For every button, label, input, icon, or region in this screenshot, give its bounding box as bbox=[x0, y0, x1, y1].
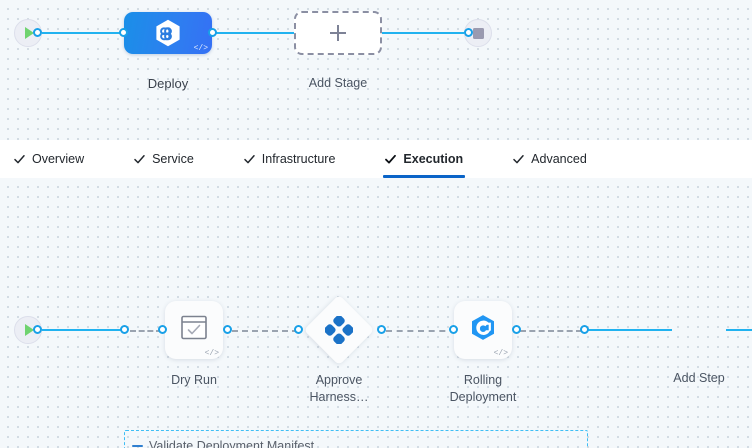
add-step-label: Add Step bbox=[673, 371, 725, 385]
code-badge-icon: </> bbox=[493, 349, 508, 358]
harness-clover-icon bbox=[324, 315, 354, 349]
play-icon bbox=[25, 27, 34, 39]
step-label-line1: Rolling bbox=[463, 373, 503, 387]
code-badge-icon: </> bbox=[193, 44, 208, 53]
kubernetes-rolling-icon bbox=[469, 314, 497, 347]
port-approve-in[interactable] bbox=[294, 325, 303, 334]
tab-service[interactable]: Service bbox=[122, 140, 206, 178]
edge-approve-to-rolling bbox=[386, 330, 456, 332]
stage-label-deploy: Deploy bbox=[147, 76, 189, 91]
port-rolling-out[interactable] bbox=[512, 325, 521, 334]
check-icon bbox=[385, 154, 397, 165]
edge-add-step-right bbox=[726, 329, 752, 331]
step-label-dry-run: Dry Run bbox=[171, 373, 217, 387]
port-exec-start-out[interactable] bbox=[33, 325, 42, 334]
code-badge-icon: </> bbox=[204, 349, 219, 358]
stage-config-tabs: Overview Service Infrastructure Executio… bbox=[0, 140, 752, 179]
tab-overview[interactable]: Overview bbox=[0, 140, 96, 178]
plus-icon bbox=[330, 25, 346, 41]
tab-label: Service bbox=[152, 152, 194, 166]
port-deploy-in[interactable] bbox=[119, 28, 128, 37]
stage-canvas[interactable]: </> Deploy Add Stage bbox=[0, 0, 752, 140]
tab-label: Advanced bbox=[531, 152, 587, 166]
step-node-rolling-deployment[interactable]: </> bbox=[454, 301, 512, 359]
step-label-line1: Approve bbox=[315, 373, 363, 387]
port-start-out[interactable] bbox=[33, 28, 42, 37]
check-icon bbox=[14, 154, 25, 165]
check-icon bbox=[134, 154, 145, 165]
edge-group-to-dry-run bbox=[130, 330, 162, 332]
check-icon bbox=[244, 154, 255, 165]
step-label-line2: Deployment bbox=[449, 390, 517, 404]
tab-infrastructure[interactable]: Infrastructure bbox=[232, 140, 348, 178]
play-icon bbox=[25, 324, 34, 336]
step-node-dry-run[interactable]: </> bbox=[165, 301, 223, 359]
port-group-in[interactable] bbox=[120, 325, 129, 334]
stage-node-deploy[interactable]: </> bbox=[124, 12, 212, 54]
tab-execution[interactable]: Execution bbox=[373, 140, 475, 178]
edge-rolling-to-group-end bbox=[520, 330, 582, 332]
tab-advanced[interactable]: Advanced bbox=[501, 140, 599, 178]
execution-canvas[interactable]: Validate Deployment Manifest bbox=[0, 178, 752, 448]
tab-label: Overview bbox=[32, 152, 85, 166]
port-dry-run-in[interactable] bbox=[158, 325, 167, 334]
edge-deploy-to-add-stage bbox=[208, 32, 300, 34]
edge-dry-run-to-approve bbox=[232, 330, 298, 332]
port-group-out[interactable] bbox=[580, 325, 589, 334]
tab-label: Infrastructure bbox=[261, 152, 336, 166]
port-approve-out[interactable] bbox=[377, 325, 386, 334]
port-rolling-in[interactable] bbox=[449, 325, 458, 334]
tab-label: Execution bbox=[403, 152, 464, 166]
step-label-rolling-deployment: Rolling Deployment bbox=[433, 372, 533, 406]
minus-icon[interactable] bbox=[132, 445, 143, 447]
edge-start-to-deploy bbox=[36, 32, 132, 34]
edge-add-stage-to-end bbox=[376, 32, 472, 34]
step-group-validate-deployment-manifest[interactable] bbox=[124, 430, 588, 448]
port-dry-run-out[interactable] bbox=[223, 325, 232, 334]
window-check-icon bbox=[181, 315, 207, 345]
add-stage-button[interactable] bbox=[294, 11, 382, 55]
step-label-approve-harness: Approve Harness… bbox=[289, 372, 389, 406]
port-end-in[interactable] bbox=[464, 28, 473, 37]
step-label-line2: Harness… bbox=[309, 390, 369, 404]
tab-underline-active bbox=[383, 175, 466, 178]
step-group-label: Validate Deployment Manifest bbox=[149, 439, 315, 448]
stop-icon bbox=[472, 27, 484, 39]
step-group-header[interactable]: Validate Deployment Manifest bbox=[132, 439, 314, 448]
edge-start-to-group bbox=[36, 329, 126, 331]
harness-hexagon-icon bbox=[155, 19, 181, 47]
add-stage-label: Add Stage bbox=[308, 76, 368, 90]
check-icon bbox=[513, 154, 524, 165]
edge-group-to-add-step bbox=[588, 329, 672, 331]
port-deploy-out[interactable] bbox=[208, 28, 217, 37]
